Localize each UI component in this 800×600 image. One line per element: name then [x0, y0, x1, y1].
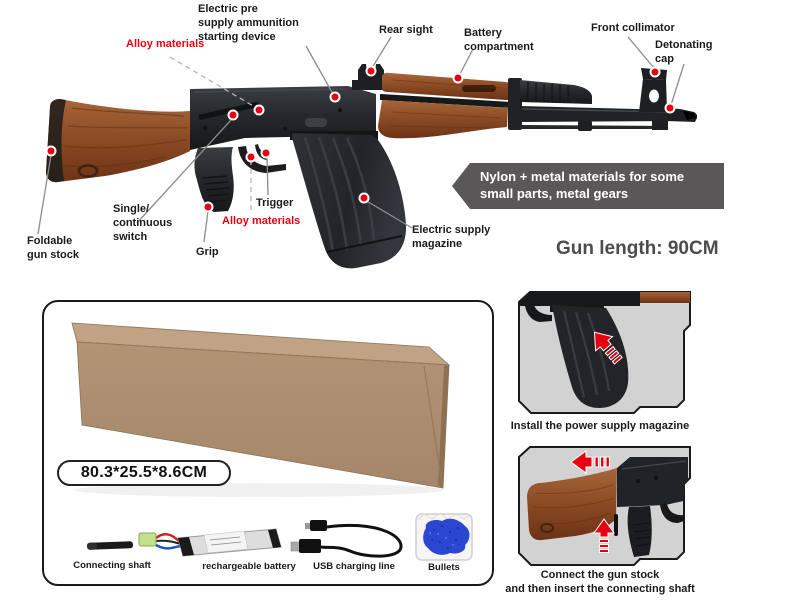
handguard — [378, 72, 522, 139]
label-alloy-materials-bottom: Alloy materials — [222, 215, 301, 227]
label-rear-sight: Rear sight — [379, 24, 433, 36]
materials-banner: Nylon + metal materials for some small p… — [452, 163, 724, 209]
label-electric-supply-magazine: Electric supply magazine — [412, 224, 491, 250]
leader-lines — [37, 36, 685, 243]
cardboard-box — [71, 322, 451, 497]
instruction-panels — [518, 291, 691, 566]
caption-connect-stock: Connect the gun stock and then insert th… — [505, 569, 695, 596]
trigger-group — [238, 144, 286, 173]
panel-receiver-grip — [614, 457, 688, 557]
label-grip: Grip — [196, 246, 219, 258]
label-connecting-shaft: Connecting shaft — [73, 560, 151, 571]
sling-loop — [77, 164, 99, 178]
package-contents-panel: 80.3*25.5*8.6CM Connecting shaft recharg… — [42, 300, 494, 586]
gun-length-text: Gun length: 90CM — [556, 238, 719, 259]
usb-charging-line-item — [290, 520, 403, 558]
label-electric-pre-supply: Electric pre supply ammunition starting … — [198, 3, 299, 43]
magazine-part — [292, 133, 407, 269]
panel-stock — [527, 468, 617, 541]
label-foldable-gun-stock: Foldable gun stock — [27, 235, 79, 261]
arrow-up-left-icon — [593, 331, 623, 365]
arrow-up-icon — [593, 518, 615, 553]
label-bullets: Bullets — [428, 562, 460, 573]
rechargeable-battery-item — [138, 528, 282, 557]
barrel-assembly — [520, 68, 698, 131]
label-trigger: Trigger — [256, 197, 294, 209]
pistol-grip — [194, 147, 234, 212]
bullets-item — [415, 512, 473, 561]
gun-stock — [46, 99, 190, 183]
label-battery-compartment: Battery compartment — [464, 27, 534, 53]
gun-illustration — [37, 36, 698, 269]
label-detonating-cap: Detonating cap — [655, 39, 713, 65]
connecting-shaft-item — [87, 541, 134, 550]
front-sight-part — [639, 68, 667, 112]
label-usb-charging-line: USB charging line — [313, 561, 395, 572]
label-rechargeable-battery: rechargeable battery — [202, 561, 296, 572]
package-illustration — [71, 322, 473, 561]
instruction-panel-magazine — [518, 291, 691, 414]
label-alloy-materials-top: Alloy materials — [126, 38, 205, 50]
panel-magazine — [552, 305, 629, 408]
muzzle-part — [667, 108, 698, 122]
label-single-continuous-switch: Single/ continuous switch — [113, 203, 173, 243]
caption-install-magazine: Install the power supply magazine — [510, 420, 690, 432]
instruction-panel-stock — [518, 446, 691, 566]
label-front-collimator: Front collimator — [591, 22, 675, 34]
arrow-left-icon — [570, 450, 610, 474]
box-dimensions: 80.3*25.5*8.6CM — [57, 460, 231, 486]
marker-dots — [45, 65, 676, 213]
